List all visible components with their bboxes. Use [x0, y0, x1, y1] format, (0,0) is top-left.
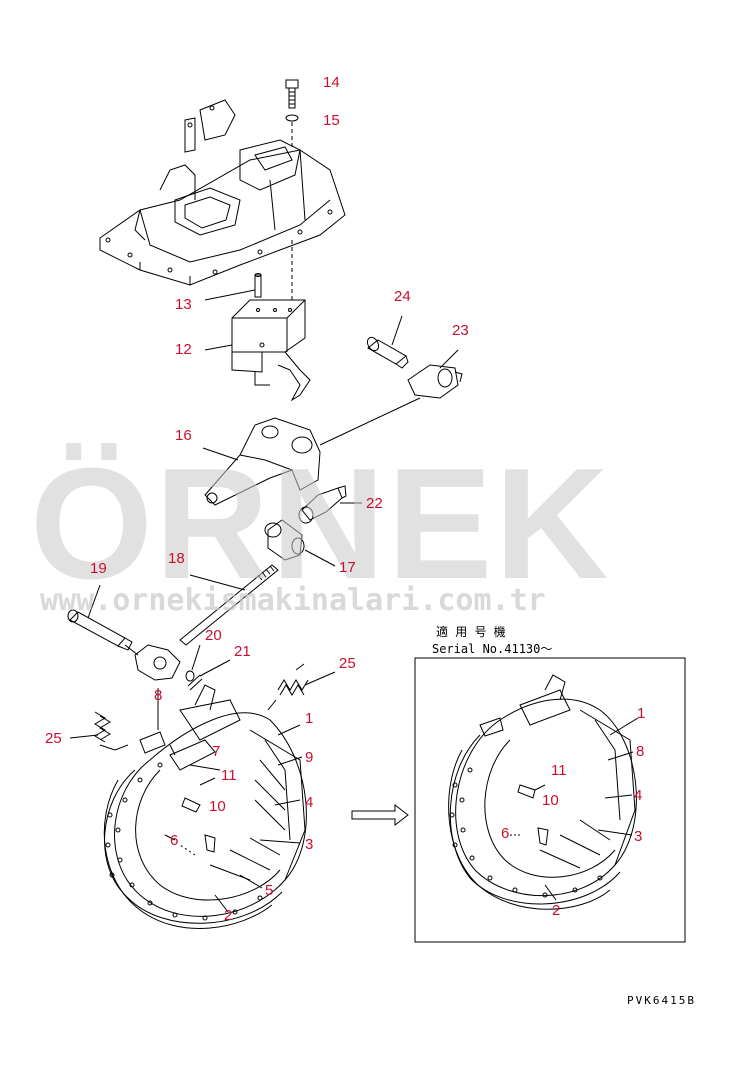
- inset-band-holes: [449, 767, 603, 898]
- callout-21: 21: [234, 643, 251, 660]
- bracket-12: [231, 299, 311, 402]
- drawing-code: PVK6415B: [627, 994, 696, 1007]
- callout-15: 15: [323, 112, 340, 129]
- callout-6: 6: [170, 832, 178, 849]
- pin-24: [366, 336, 409, 369]
- spring-25-right: [267, 663, 309, 711]
- clevis-joint: [124, 644, 181, 681]
- inset-callout-8: 8: [636, 743, 644, 760]
- inset-brake-band: [448, 674, 637, 910]
- inset-callout-1: 1: [637, 705, 645, 722]
- callout-10: 10: [209, 798, 226, 815]
- callout-3: 3: [305, 836, 313, 853]
- callout-2: 2: [224, 907, 232, 924]
- inset-serial-label: Serial No.41130～: [432, 642, 552, 656]
- callouts: 14 15 13 12 24 23 16 22 17 18 19 20 21 2…: [45, 74, 645, 924]
- callout-5: 5: [265, 882, 273, 899]
- bolt-14: [285, 79, 299, 109]
- watermark-brand: ÖRNEK: [30, 436, 611, 612]
- callout-25-left: 25: [45, 730, 62, 747]
- lever-23: [407, 364, 463, 399]
- transmission-cover-housing: [99, 99, 346, 286]
- callout-25-right: 25: [339, 655, 356, 672]
- spring-25-left: [94, 711, 129, 751]
- callout-12: 12: [175, 341, 192, 358]
- callout-24: 24: [394, 288, 411, 305]
- callout-19: 19: [90, 560, 107, 577]
- callout-20: 20: [205, 627, 222, 644]
- callout-11: 11: [221, 767, 237, 784]
- callout-4: 4: [305, 794, 313, 811]
- callout-9: 9: [305, 749, 313, 766]
- callout-23: 23: [452, 322, 469, 339]
- cotter-pin-21: [187, 674, 203, 691]
- bushing-17: [264, 519, 305, 561]
- washer-20: [185, 670, 195, 682]
- watermark-url: www.ornekismakinalari.com.tr: [40, 583, 546, 618]
- arrow-to-inset: [351, 803, 409, 827]
- callout-13: 13: [175, 296, 192, 313]
- callout-7: 7: [212, 743, 220, 760]
- callout-8: 8: [154, 687, 162, 704]
- ornek-watermark: ÖRNEK www.ornekismakinalari.com.tr: [30, 436, 611, 618]
- inset-frame: [414, 657, 686, 943]
- arm-16: [204, 417, 321, 506]
- inset-callout-6: 6: [501, 825, 509, 842]
- callout-22: 22: [366, 495, 383, 512]
- callout-1: 1: [305, 710, 313, 727]
- pin-19: [67, 609, 133, 651]
- bushing-22: [298, 485, 347, 524]
- callout-14: 14: [323, 74, 340, 91]
- brake-band-assembly: [103, 684, 307, 929]
- inset-applicability-label: 適 用 号 機: [436, 624, 506, 639]
- washer-15: [285, 114, 299, 122]
- inset-callout-11: 11: [551, 762, 567, 779]
- pin-13: [254, 273, 262, 298]
- callout-18: 18: [168, 550, 185, 567]
- inset-callout-4: 4: [634, 787, 642, 804]
- callout-16: 16: [175, 427, 192, 444]
- inset-callout-2: 2: [552, 902, 560, 919]
- inset-callout-3: 3: [634, 828, 642, 845]
- inset-callout-10: 10: [542, 792, 559, 809]
- callout-17: 17: [339, 559, 356, 576]
- rod-18: [179, 564, 279, 646]
- band-holes: [105, 762, 263, 921]
